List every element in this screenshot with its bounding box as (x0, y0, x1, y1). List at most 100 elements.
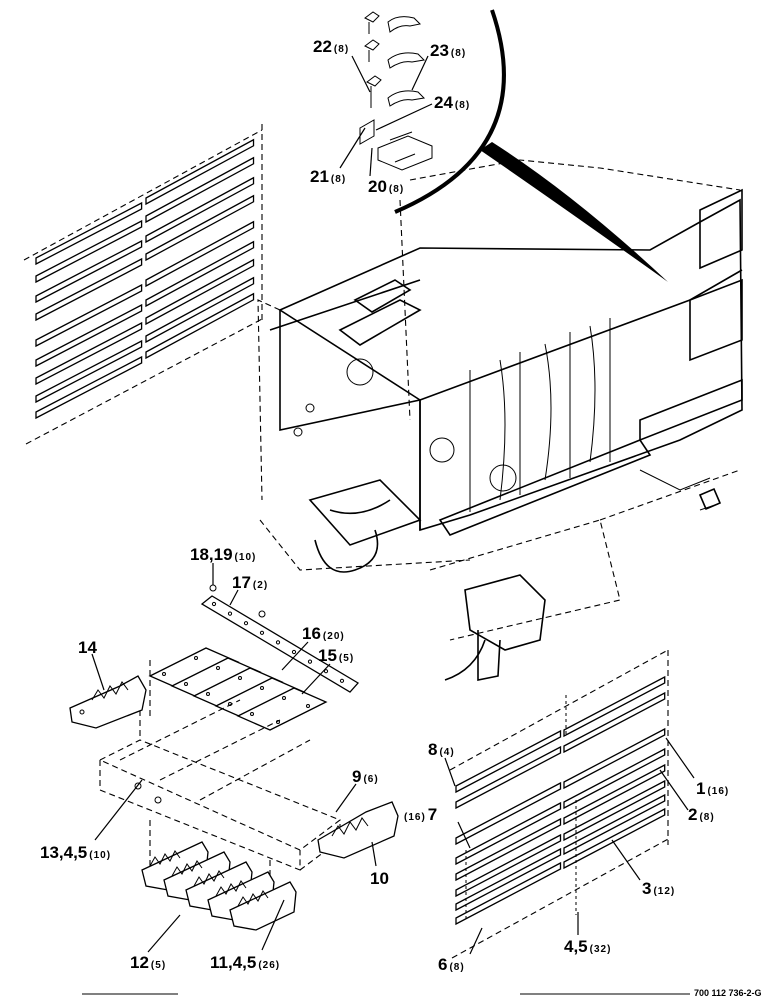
callout-1: 1(16) (696, 779, 729, 798)
latch-hooks (387, 16, 426, 107)
guard-12-teeth (215, 880, 247, 897)
slat-right (563, 691, 666, 754)
slat-left (145, 138, 255, 206)
slat-left (35, 283, 143, 348)
plate-15-hole (282, 696, 286, 700)
strip-17-hole (339, 678, 345, 683)
callout-4-5: 4,5(32) (564, 937, 611, 956)
slat-right (563, 793, 666, 856)
leaders (91, 563, 695, 955)
latch-pins (364, 11, 382, 108)
plate-15-hole (194, 656, 198, 660)
slat-right (563, 779, 666, 842)
slat-left (145, 156, 255, 224)
slat-left (145, 240, 255, 308)
slat-right (563, 763, 666, 826)
plate-15-hole (260, 686, 264, 690)
strip-17-hole (291, 649, 297, 655)
slat-left (145, 258, 255, 326)
slat-left (35, 257, 143, 322)
callout-14: 14 (78, 638, 97, 657)
callout-22: 22(8) (313, 37, 349, 56)
detail-circle-arc (394, 9, 506, 214)
strip-17-hole (243, 621, 249, 626)
guard-12-teeth (193, 870, 225, 887)
guard-12-teeth (149, 850, 181, 867)
plate-15-hole (250, 712, 254, 716)
guard-14 (69, 675, 147, 729)
slat-left (35, 239, 143, 304)
callout-17: 17(2) (232, 573, 268, 592)
slat-right (455, 729, 562, 794)
slat-left (35, 321, 143, 386)
detail-inset (339, 9, 668, 282)
plate-15-hole (306, 704, 310, 708)
callout-10: 10 (370, 869, 389, 888)
callout-9: 9(6) (352, 767, 379, 786)
plate-15-hole (206, 692, 210, 696)
slat-right (563, 807, 666, 870)
strip-17-hole (211, 601, 217, 607)
slat-right (455, 781, 562, 846)
slat-right (455, 847, 562, 912)
left-slat-stack (23, 124, 265, 445)
guard-12-teeth (237, 890, 269, 907)
detail-pointer-wedge (480, 142, 668, 282)
right-slat-stack (449, 649, 671, 959)
slat-right (455, 801, 562, 866)
guard-12-teeth (171, 860, 203, 877)
slat-right (563, 747, 666, 810)
plate-15-hole (184, 682, 188, 686)
slat-right (455, 817, 562, 882)
callout-24: 24(8) (434, 93, 470, 112)
callout-3: 3(12) (642, 879, 675, 898)
slat-left (35, 219, 143, 284)
callout-11-4-5: 11,4,5(26) (210, 953, 280, 972)
slat-right (563, 727, 666, 790)
callout-2: 2(8) (688, 805, 715, 824)
slat-right (455, 745, 562, 810)
slat-left (35, 303, 143, 368)
reference-number: 700 112 736-2-G (694, 988, 762, 998)
guard-10 (317, 801, 399, 859)
slat-left (35, 355, 143, 420)
callout-16: 16(20) (302, 624, 345, 643)
leader-23 (411, 55, 429, 91)
center-assembly (69, 584, 399, 931)
slat-right (563, 675, 666, 738)
plate-15-hole (162, 672, 166, 676)
callout-21: 21(8) (310, 167, 346, 186)
strip-17 (200, 595, 360, 693)
slat-left (35, 339, 143, 404)
slat-left (145, 194, 255, 262)
callout-6: 6(8) (438, 955, 465, 974)
strip-17-hole (323, 669, 329, 674)
strip-17-hole (227, 611, 233, 616)
slat-left (35, 201, 143, 266)
main-frame (257, 159, 743, 681)
plate-15-hole (216, 666, 220, 670)
slat-left (145, 220, 255, 288)
callout-18-19: 18,19(10) (190, 545, 256, 564)
callout-23: 23(8) (430, 41, 466, 60)
callout-8: 8(4) (428, 740, 455, 759)
slat-left (145, 292, 255, 360)
callout-7: (16)7 (404, 805, 437, 824)
callout-labels: 22(8) 23(8) 24(8) 21(8) 20(8) 18,19(10) … (40, 37, 729, 974)
leader-22 (351, 55, 371, 93)
strip-17-hole (275, 640, 281, 645)
strip-17-hole (259, 630, 265, 635)
slat-right (455, 861, 562, 926)
callout-15: 15(5) (318, 646, 354, 665)
callout-20: 20(8) (368, 177, 404, 196)
plate-15-hole (238, 676, 242, 680)
slat-right (455, 833, 562, 898)
callout-13-4-5: 13,4,5(10) (40, 843, 111, 862)
leader-20 (369, 147, 373, 177)
callout-12: 12(5) (130, 953, 166, 972)
wear-plate-15 (236, 687, 328, 731)
slat-left (145, 176, 255, 244)
latch-bracket (359, 119, 433, 171)
leader-24 (375, 103, 433, 131)
